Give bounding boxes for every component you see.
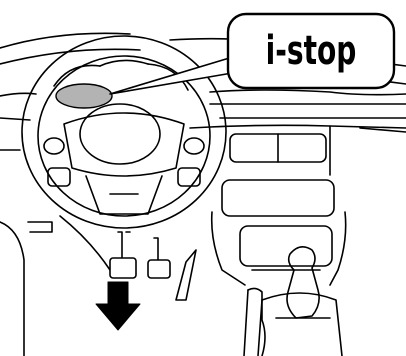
center-console [212, 134, 346, 285]
door-panel [0, 216, 110, 356]
hand [244, 288, 265, 356]
i-stop-label: i-stop [246, 14, 375, 88]
down-arrow [96, 282, 140, 330]
steering-wheel [22, 36, 226, 228]
callout-pointer [110, 56, 238, 94]
i-stop-indicator [56, 84, 112, 108]
